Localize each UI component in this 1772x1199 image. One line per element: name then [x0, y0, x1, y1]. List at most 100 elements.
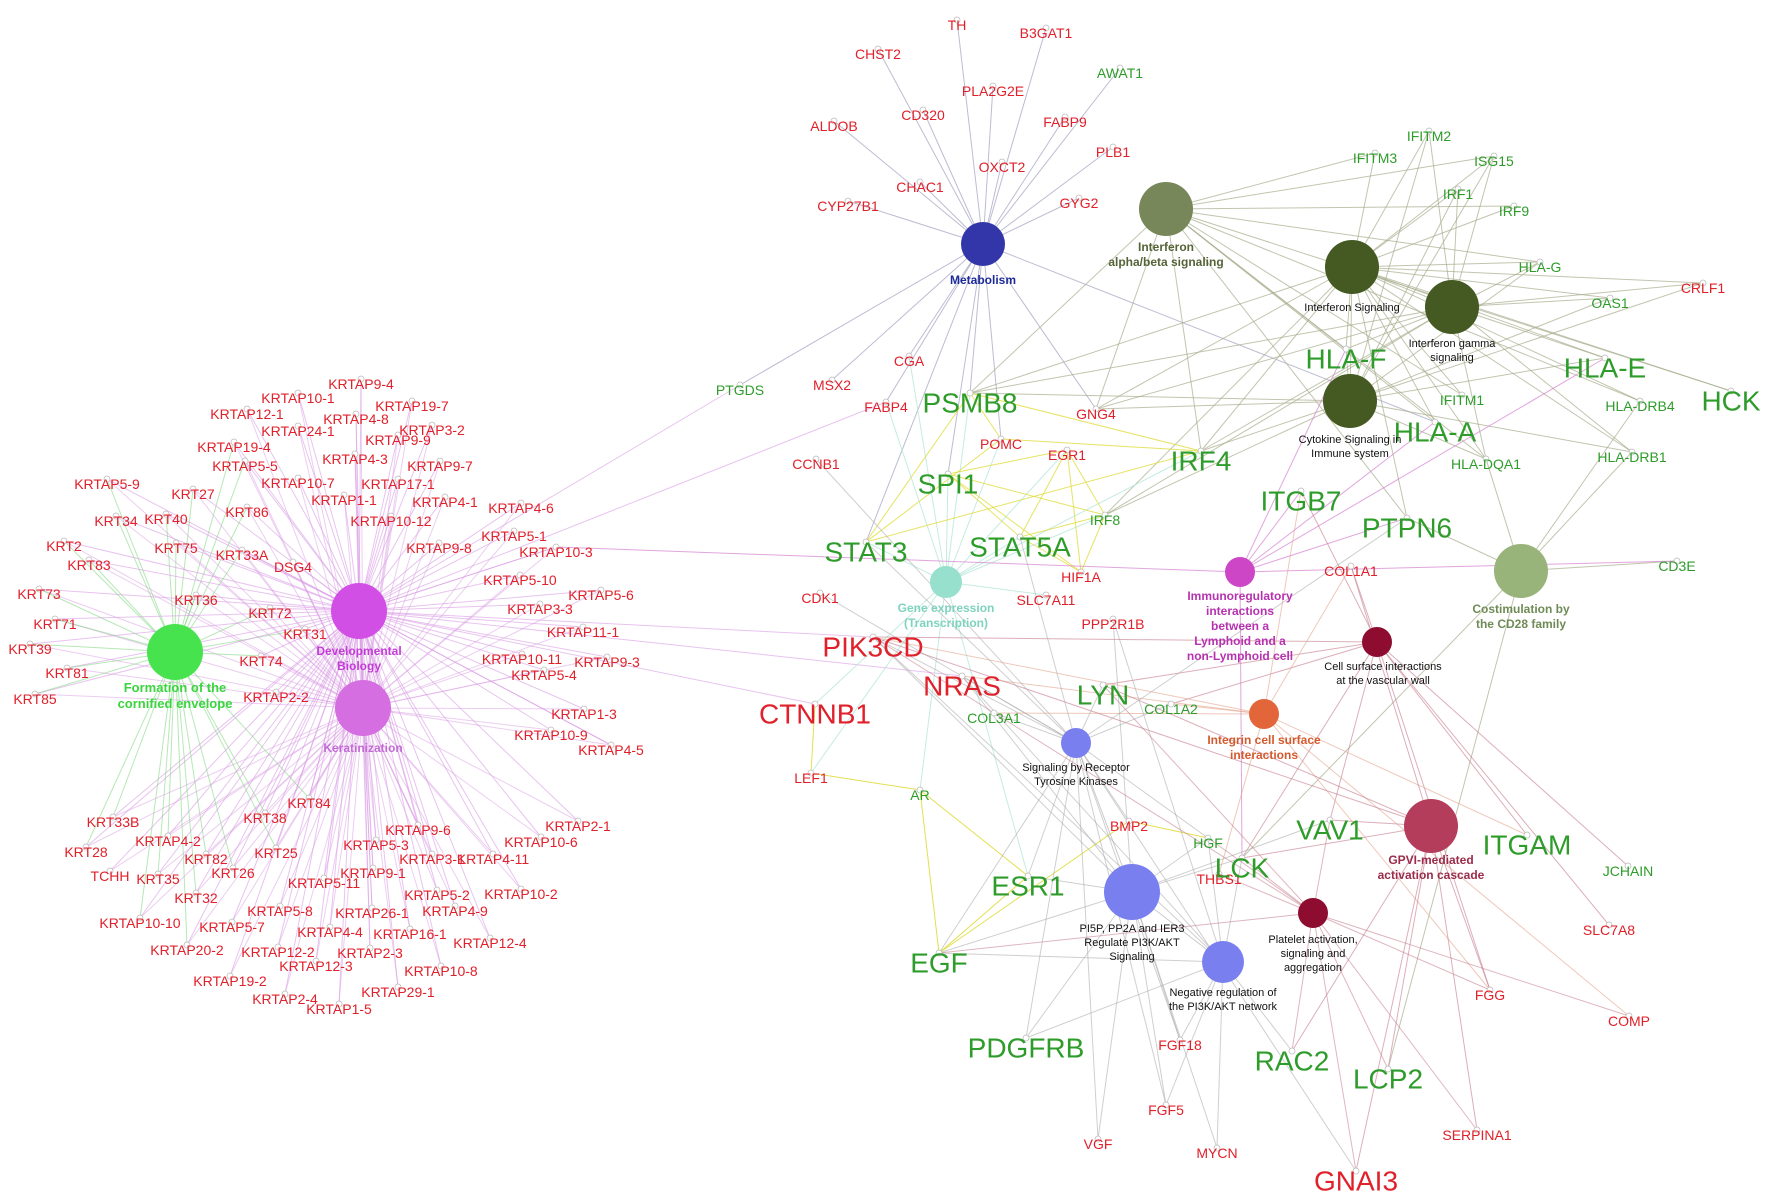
network-edge: [1207, 837, 1314, 914]
gene-label-vav1: VAV1: [1296, 815, 1363, 846]
gene-node-krtap9-6: [414, 821, 422, 829]
gene-node-chst2: [874, 45, 882, 53]
gene-label-fabp4: FABP4: [864, 399, 908, 415]
network-edge: [1170, 641, 1378, 705]
network-edge: [969, 392, 1351, 402]
network-edge: [1131, 819, 1331, 893]
gene-label-krtap5-5: KRTAP5-5: [212, 458, 278, 474]
gene-label-krt32: KRT32: [174, 890, 218, 906]
gene-node-isg15: [1490, 152, 1498, 160]
pathway-label-cd28: the CD28 family: [1476, 617, 1566, 631]
network-edge: [63, 540, 360, 612]
gene-node-comp: [1625, 1012, 1633, 1020]
network-edge: [362, 707, 438, 891]
gene-label-krt81: KRT81: [45, 665, 89, 681]
network-edge: [1239, 421, 1436, 573]
network-edge: [1239, 490, 1302, 573]
network-edge: [1200, 306, 1453, 452]
gene-node-krtap4-11: [489, 850, 497, 858]
gene-node-ptgds: [736, 381, 744, 389]
gene-node-hla-f: [1342, 345, 1350, 353]
gene-label-pomc: POMC: [980, 436, 1022, 452]
gene-node-hck: [1727, 387, 1735, 395]
network-edge: [833, 120, 984, 245]
gene-node-krtap5-11: [320, 874, 328, 882]
gene-node-krtap5-2: [433, 886, 441, 894]
network-edge: [872, 636, 1378, 643]
network-edge: [358, 610, 433, 855]
gene-node-ctnnb1: [811, 700, 819, 708]
gene-label-ifitm1: IFITM1: [1440, 392, 1485, 408]
network-edge: [956, 19, 984, 245]
network-edge: [358, 401, 887, 612]
network-edge: [54, 610, 360, 620]
gene-label-krt72: KRT72: [248, 605, 292, 621]
gene-label-krtap4-3: KRTAP4-3: [322, 451, 388, 467]
network-edge: [358, 610, 438, 891]
gene-label-pla2g2e: PLA2G2E: [962, 83, 1024, 99]
gene-node-krtap20-2: [183, 941, 191, 949]
gene-node-spi1: [944, 470, 952, 478]
gene-label-crlf1: CRLF1: [1681, 280, 1726, 296]
network-edge: [938, 952, 1224, 963]
network-edge: [1312, 912, 1357, 1172]
gene-node-fgf5: [1162, 1101, 1170, 1109]
gene-label-cga: CGA: [894, 353, 925, 369]
gene-label-krt31: KRT31: [283, 626, 327, 642]
network-edge: [1165, 205, 1515, 210]
gene-node-krtap2-2: [272, 688, 280, 696]
gene-node-psmb8: [966, 389, 974, 397]
gene-label-krt73: KRT73: [17, 586, 61, 602]
gene-label-krtap10-3: KRTAP10-3: [519, 544, 593, 560]
gene-node-cd320: [919, 106, 927, 114]
network-edge: [945, 473, 949, 583]
network-edge: [362, 707, 579, 822]
gene-label-b3gat1: B3GAT1: [1020, 25, 1073, 41]
gene-node-msx2: [828, 376, 836, 384]
network-edge: [277, 610, 360, 948]
network-edge: [174, 651, 310, 799]
network-edge: [739, 243, 984, 386]
gene-node-egr1: [1063, 446, 1071, 454]
network-edge: [66, 610, 360, 669]
gene-label-krtap24-1: KRTAP24-1: [261, 423, 335, 439]
pathway-label-cytokine: Cytokine Signaling in: [1299, 434, 1402, 446]
network-edge: [945, 514, 1106, 583]
network-edge: [358, 384, 741, 612]
network-edge: [969, 208, 1167, 394]
gene-label-fgf5: FGF5: [1148, 1102, 1184, 1118]
network-edge: [362, 502, 522, 709]
gene-node-krtap12-2: [274, 943, 282, 951]
network-edge: [1428, 130, 1453, 308]
gene-node-krt28: [82, 843, 90, 851]
gene-label-nras: NRAS: [923, 671, 1001, 702]
network-edge: [362, 707, 491, 939]
gene-label-stat3: STAT3: [825, 537, 908, 568]
gene-label-krt86: KRT86: [225, 504, 269, 520]
network-edge: [358, 610, 584, 628]
gene-node-krtap4-3: [351, 450, 359, 458]
network-edge: [358, 434, 399, 612]
network-edge: [1291, 825, 1432, 1052]
gene-label-krt40: KRT40: [144, 511, 188, 527]
gene-node-egf: [935, 949, 943, 957]
pathway-label-gene-expr: Gene expression: [898, 601, 995, 615]
gene-label-pik3cd: PIK3CD: [822, 632, 923, 663]
network-edge: [205, 610, 360, 855]
gene-node-krtap11-1: [579, 623, 587, 631]
network-edge: [1241, 641, 1378, 859]
network-edge: [982, 85, 994, 245]
gene-node-krt26: [229, 864, 237, 872]
pathway-label-ifn-ab: Interferon: [1138, 240, 1194, 254]
pathway-label-cd28: Costimulation by: [1472, 602, 1570, 616]
network-edge: [1165, 208, 1541, 263]
gene-label-krtap10-7: KRTAP10-7: [261, 475, 335, 491]
network-edge: [362, 626, 584, 709]
gene-node-krtap4-6: [517, 499, 525, 507]
network-edge: [1000, 438, 1202, 452]
pathway-node-vascular: [1362, 627, 1392, 657]
pathway-node-cytokine: [1323, 374, 1377, 428]
network-edge: [358, 610, 608, 658]
network-edge: [1351, 205, 1515, 268]
gene-node-krt81: [63, 664, 71, 672]
